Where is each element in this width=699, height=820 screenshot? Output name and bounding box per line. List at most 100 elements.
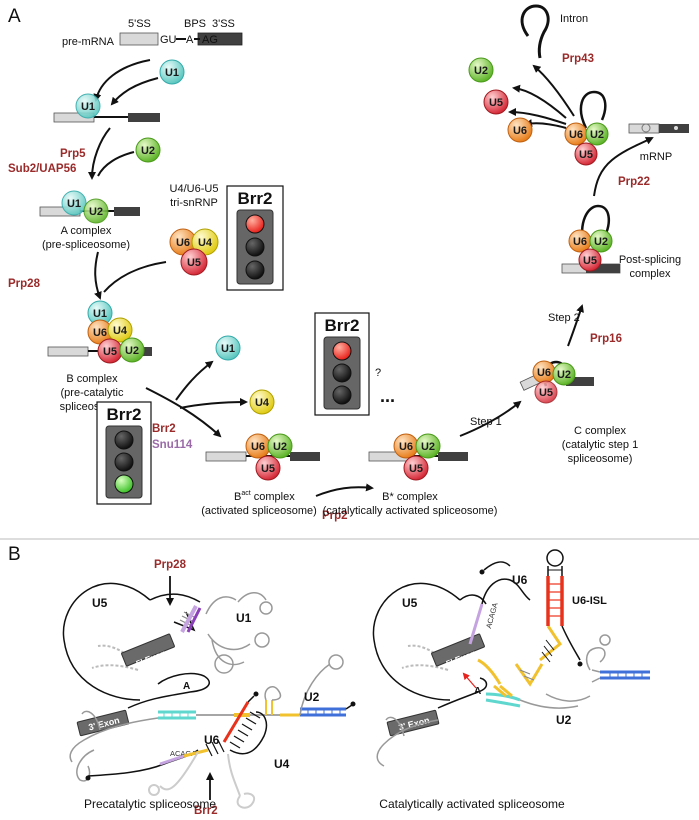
- svg-text:U2: U2: [273, 441, 287, 453]
- svg-text:U2: U2: [590, 129, 604, 141]
- factor-prp28: Prp28: [8, 278, 41, 290]
- svg-text:U4: U4: [274, 757, 290, 771]
- svg-text:mRNP: mRNP: [640, 151, 672, 163]
- precatalytic-structure: U5 5' Exon 3' Exon A U1 Prp28: [62, 559, 356, 817]
- svg-text:(catalytic step 1: (catalytic step 1: [562, 439, 638, 451]
- u6-released: U6: [507, 117, 533, 143]
- b-complex: U1 U6 U4 U5 U2 B complex (pre-catalytic …: [47, 300, 152, 413]
- svg-text:U2: U2: [89, 206, 103, 218]
- bstar-complex: U6 U2 U5 B* complex (catalytically activ…: [323, 433, 497, 517]
- svg-text:ACAGA: ACAGA: [484, 602, 499, 630]
- svg-text:U1: U1: [81, 101, 95, 113]
- factor-prp22: Prp22: [618, 176, 650, 188]
- svg-text:Intron: Intron: [560, 13, 588, 25]
- caption-activated: Catalytically activated spliceosome: [379, 797, 565, 811]
- panel-b-prp28: Prp28: [154, 559, 187, 571]
- svg-text:U2: U2: [421, 441, 435, 453]
- svg-text:U2: U2: [125, 345, 139, 357]
- mrnp: mRNP: [628, 123, 689, 163]
- svg-text:U6: U6: [537, 367, 551, 379]
- svg-text:U5: U5: [409, 463, 423, 475]
- a-complex: U1 U2 A complex (pre-spliceosome): [39, 190, 140, 251]
- svg-text:B* complex: B* complex: [382, 491, 438, 503]
- factor-snu114: Snu114: [152, 439, 193, 451]
- intron-released: Intron: [520, 4, 588, 59]
- svg-text:U5: U5: [489, 97, 503, 109]
- svg-text:U6: U6: [399, 441, 413, 453]
- svg-text:U5: U5: [187, 257, 201, 269]
- u1-released: U1: [215, 335, 241, 361]
- svg-text:pre-mRNA: pre-mRNA: [62, 36, 115, 48]
- svg-text:A complex: A complex: [61, 225, 112, 237]
- svg-text:Brr2: Brr2: [238, 189, 273, 208]
- svg-text:U5: U5: [103, 346, 117, 358]
- bact-complex: U6 U2 U5 Bact complex (activated spliceo…: [201, 433, 320, 517]
- panel-label-a: A: [8, 6, 21, 27]
- svg-text:Brr2: Brr2: [325, 316, 360, 335]
- svg-text:ACAGA: ACAGA: [170, 749, 196, 758]
- svg-text:U2: U2: [474, 65, 488, 77]
- brr2-light-active: Brr2: [96, 401, 152, 505]
- factor-prp16: Prp16: [590, 333, 622, 345]
- svg-text:U1: U1: [165, 67, 179, 79]
- factor-prp2: Prp2: [322, 510, 348, 522]
- caption-precatalytic: Precatalytic spliceosome: [84, 797, 216, 811]
- svg-text:U2: U2: [557, 369, 571, 381]
- svg-text:(pre-catalytic: (pre-catalytic: [61, 387, 124, 399]
- svg-text:U5: U5: [539, 387, 553, 399]
- activated-structure: U5 5' Exon 3' Exon A ACAGA U6 U6-ISL: [372, 549, 650, 811]
- e-complex: U1: [53, 93, 160, 123]
- svg-text:U1: U1: [221, 343, 235, 355]
- svg-text:?: ?: [375, 367, 381, 379]
- step2-label: Step 2: [548, 312, 580, 324]
- svg-text:U6: U6: [93, 327, 107, 339]
- svg-text:U4: U4: [113, 325, 128, 337]
- svg-text:spliceosome): spliceosome): [568, 453, 633, 465]
- svg-text:U6: U6: [204, 733, 220, 747]
- u1-snrnp-free: U1: [159, 59, 185, 85]
- svg-text:U1: U1: [236, 611, 252, 625]
- svg-text:(pre-spliceosome): (pre-spliceosome): [42, 239, 130, 251]
- panel-label-b: B: [8, 544, 21, 565]
- svg-text:AG: AG: [202, 34, 218, 46]
- svg-text:U6: U6: [176, 237, 190, 249]
- svg-text:U5: U5: [583, 255, 597, 267]
- svg-text:A: A: [183, 681, 190, 692]
- svg-text:U5: U5: [92, 596, 108, 610]
- 5ss-label: 5'SS: [128, 18, 151, 30]
- svg-text:Brr2: Brr2: [107, 405, 142, 424]
- step1-label: Step 1: [470, 416, 502, 428]
- svg-text:B complex: B complex: [66, 373, 118, 385]
- post-splicing-complex: U6 U2 U5 Post-splicing complex: [561, 204, 681, 280]
- svg-text:U6: U6: [512, 573, 528, 587]
- svg-text:U6: U6: [251, 441, 265, 453]
- svg-text:U2: U2: [556, 713, 572, 727]
- svg-text:Post-splicing: Post-splicing: [619, 254, 681, 266]
- svg-text:A: A: [474, 686, 481, 697]
- svg-text:U1: U1: [93, 308, 107, 320]
- ellipsis: ...: [380, 386, 395, 406]
- svg-text:U2: U2: [304, 690, 320, 704]
- svg-text:(activated spliceosome): (activated spliceosome): [201, 505, 317, 517]
- brr2-light-inactive: Brr2: [226, 185, 284, 291]
- svg-text:C complex: C complex: [574, 425, 626, 437]
- svg-text:U5: U5: [261, 463, 275, 475]
- brr2-light-bstar: Brr2 ?: [314, 312, 381, 416]
- u2-snrnp-free: U2: [135, 137, 161, 163]
- svg-text:U2: U2: [141, 145, 155, 157]
- factor-prp5: Prp5: [60, 148, 86, 160]
- svg-text:Bact complex: Bact complex: [234, 490, 295, 503]
- panel-b-brr2: Brr2: [194, 805, 218, 817]
- svg-text:tri-snRNP: tri-snRNP: [170, 197, 218, 209]
- svg-text:U6: U6: [513, 125, 527, 137]
- svg-text:U5: U5: [579, 149, 593, 161]
- u4-released: U4: [249, 389, 275, 415]
- 3ss-label: 3'SS: [212, 18, 235, 30]
- factor-prp43: Prp43: [562, 53, 594, 65]
- u2-released: U2: [468, 57, 494, 83]
- svg-text:U4/U6-U5: U4/U6-U5: [170, 183, 219, 195]
- svg-text:U5: U5: [402, 596, 418, 610]
- svg-text:U4: U4: [198, 237, 213, 249]
- svg-text:U6: U6: [573, 236, 587, 248]
